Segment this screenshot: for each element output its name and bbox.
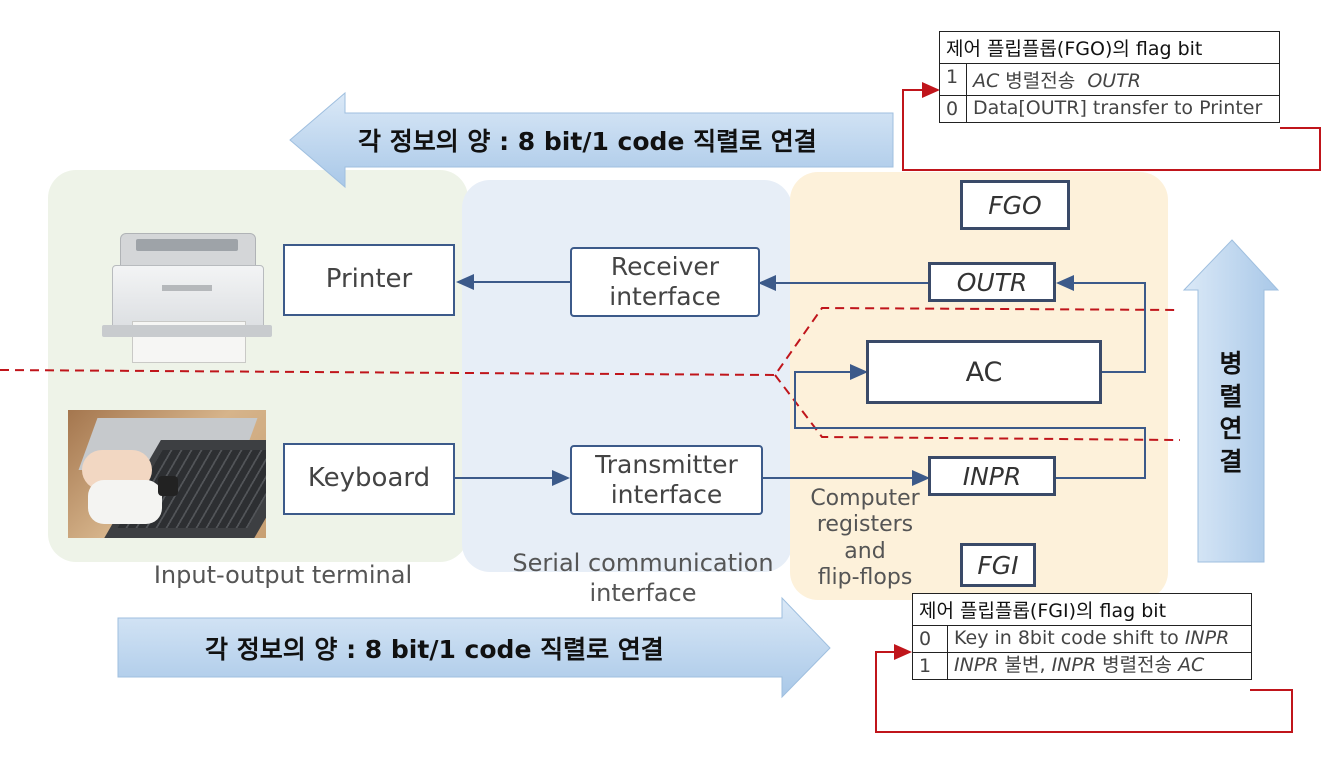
transmitter-interface-box: Transmitter interface [570,445,763,515]
fgo-row-desc: AC 병렬전송 OUTR [966,63,1280,96]
top-serial-arrow [289,91,894,189]
terminal-caption: Input-output terminal [153,561,413,589]
fgo-table-header: 제어 플립플롭(FGO)의 flag bit [939,31,1280,64]
outr-register: OUTR [928,262,1056,302]
fgo-row-bit: 0 [939,95,967,123]
parallel-arrow [1182,239,1280,563]
printer-icon [102,225,272,365]
dashed-boundary [0,306,1181,441]
fgi-row-bit: 0 [912,625,948,653]
laptop-typing-icon [68,410,266,538]
fgo-row-desc: Data[OUTR] transfer to Printer [966,95,1280,123]
fgi-table-header: 제어 플립플롭(FGI)의 flag bit [912,593,1252,626]
computer-caption: Computer registers and flip-flops [810,486,920,591]
ac-register: AC [866,340,1102,404]
parallel-label: 병 렬 연 결 [1219,349,1243,476]
keyboard-box: Keyboard [283,443,455,515]
fgi-row-bit: 1 [912,652,948,680]
bottom-serial-label: 각 정보의 양 : 8 bit/1 code 직렬로 연결 [205,635,664,664]
top-serial-label: 각 정보의 양 : 8 bit/1 code 직렬로 연결 [358,127,817,156]
fgi-row-desc: Key in 8bit code shift to INPR [947,625,1252,653]
fgi-row-desc: INPR 불변, INPR 병렬전송 AC [947,652,1252,680]
fgi-flag-table: 제어 플립플롭(FGI)의 flag bit 0 Key in 8bit cod… [912,593,1252,680]
fgo-register: FGO [960,180,1070,230]
fgo-row-bit: 1 [939,63,967,96]
receiver-interface-box: Receiver interface [570,247,760,317]
printer-box: Printer [283,244,455,316]
fgo-flag-table: 제어 플립플롭(FGO)의 flag bit 1 AC 병렬전송 OUTR 0 … [939,31,1280,123]
bottom-serial-arrow [117,596,831,699]
fgi-register: FGI [960,543,1036,587]
serial-caption: Serial communication interface [512,549,774,607]
inpr-register: INPR [928,456,1056,496]
